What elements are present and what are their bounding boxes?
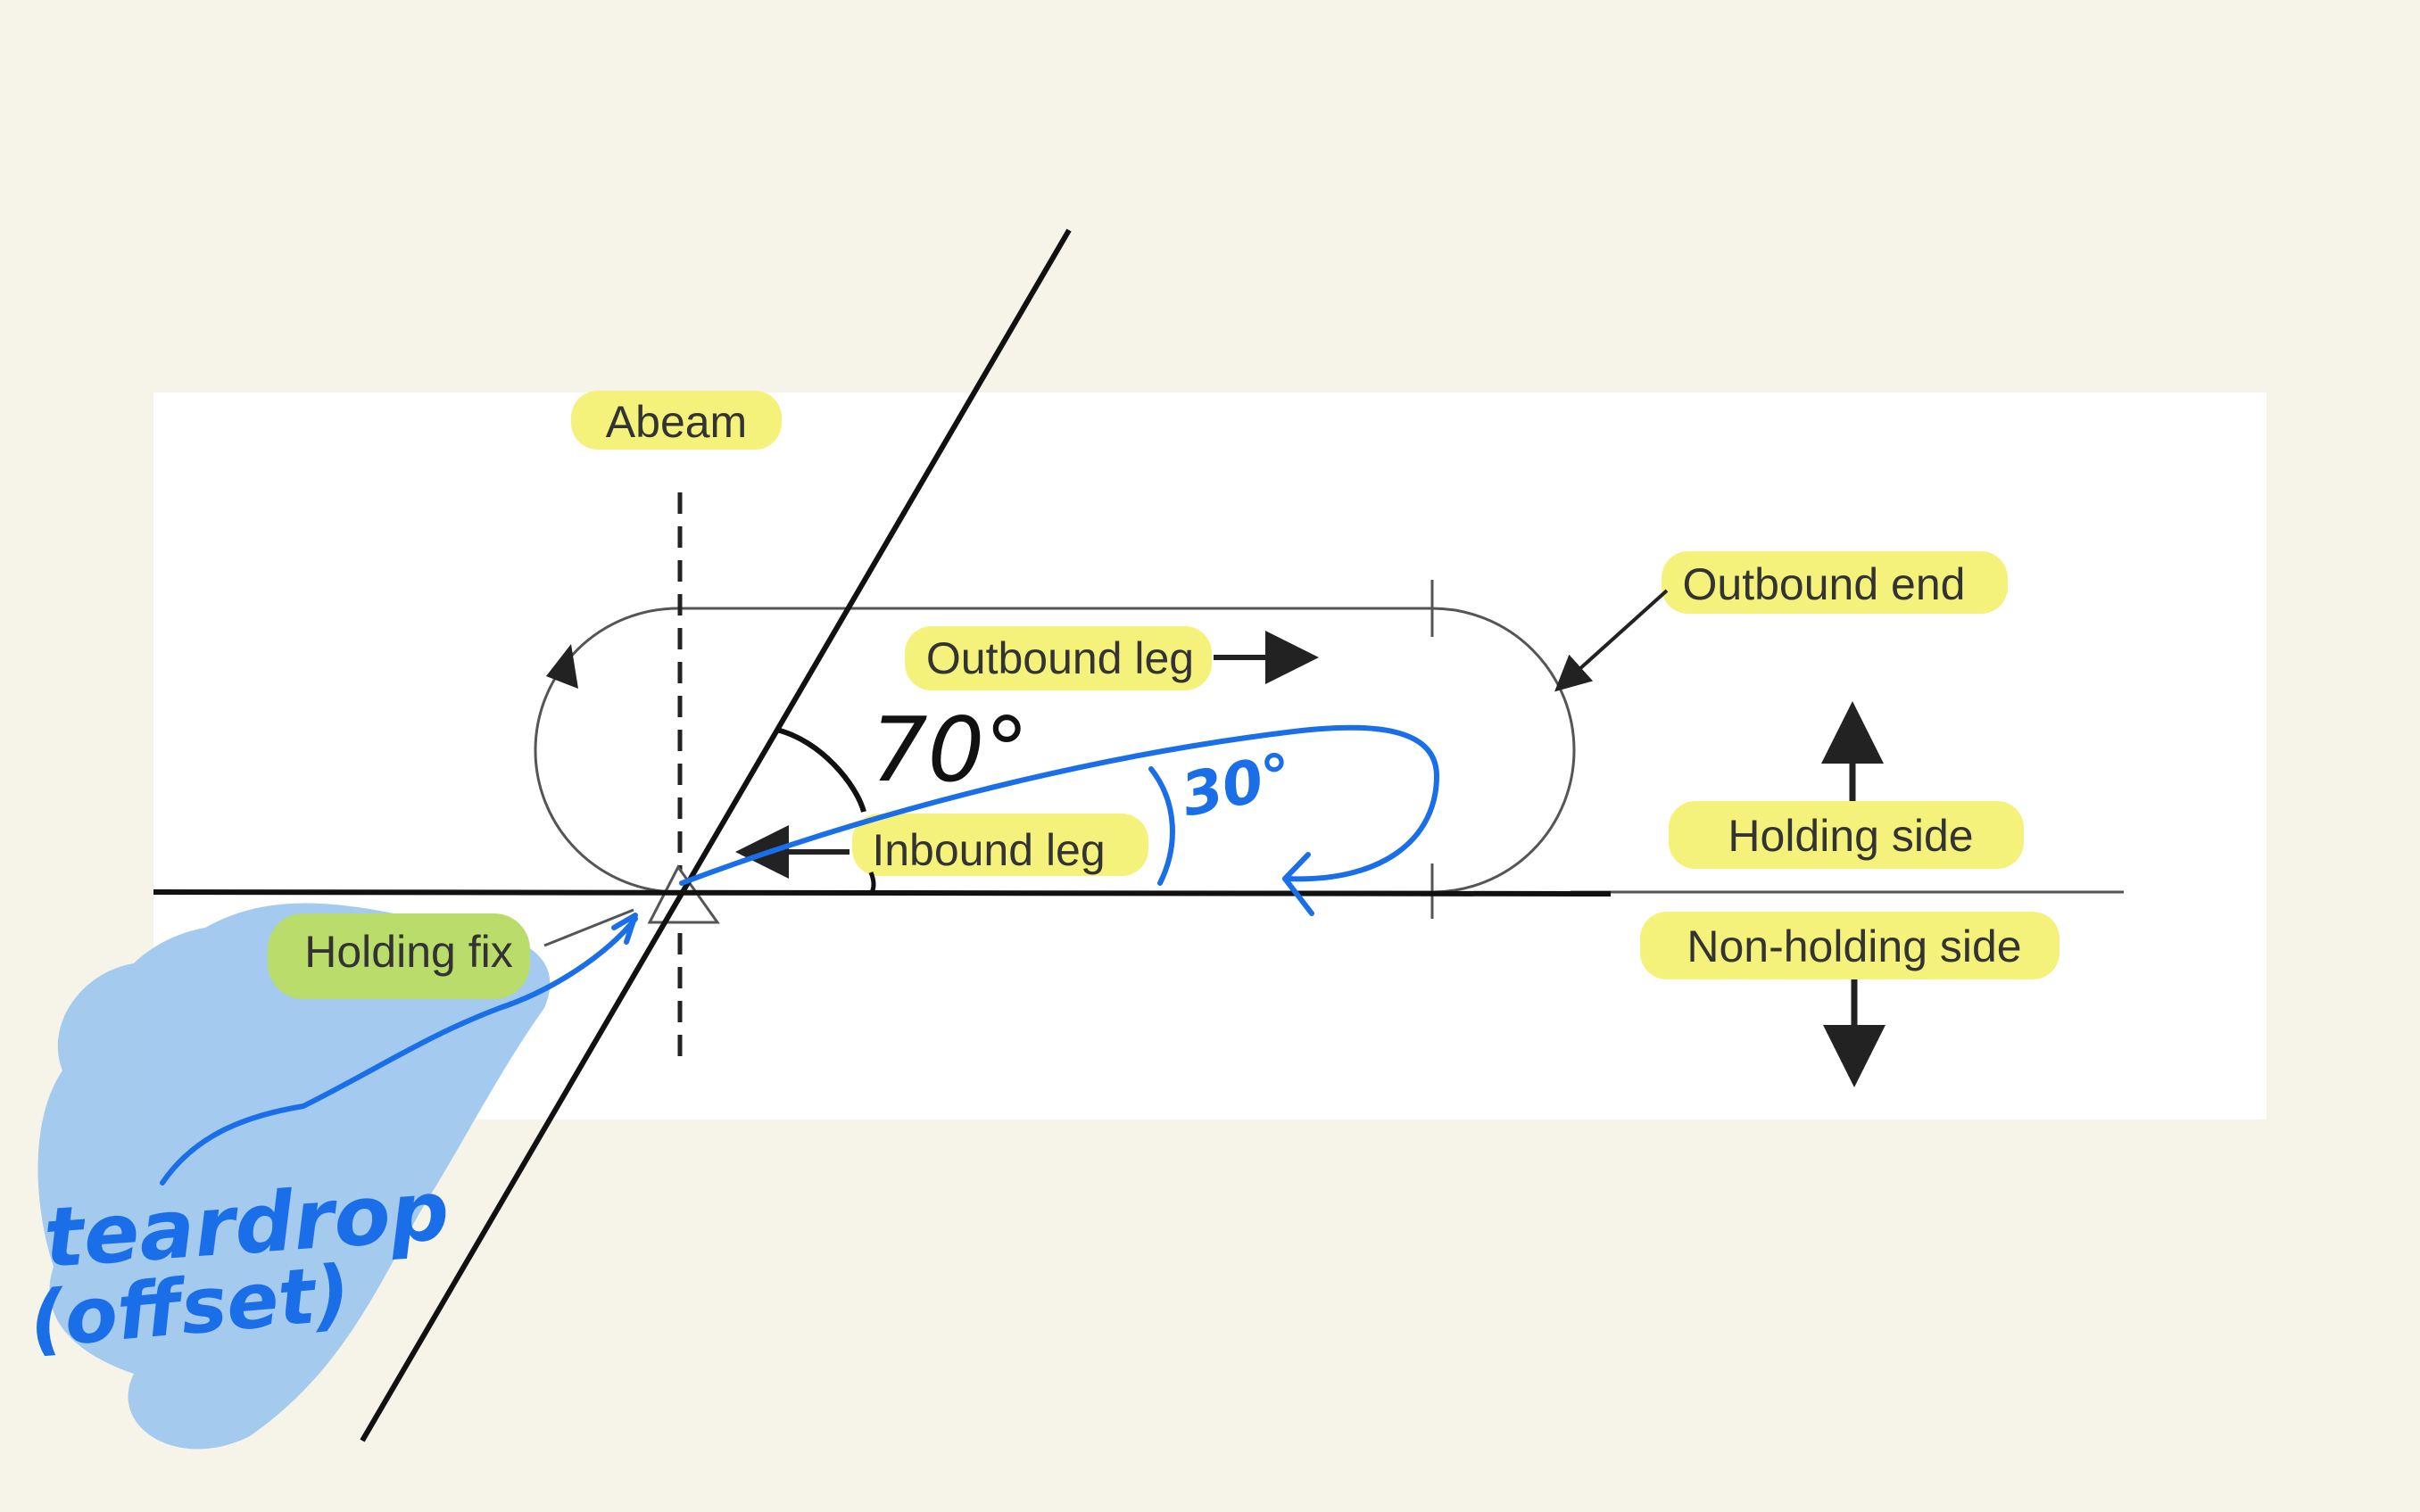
abeam-label: Abeam <box>606 397 747 447</box>
non-holding-side-label: Non-holding side <box>1687 921 2021 971</box>
holding-side-label: Holding side <box>1728 811 1973 861</box>
inbound-course-line <box>153 889 1612 896</box>
teardrop-entry-path <box>160 724 1439 1186</box>
holding-fix-label: Holding fix <box>304 927 512 977</box>
label-highlights <box>268 391 2059 999</box>
angle-70-arc <box>775 727 866 813</box>
angle-small-arc <box>868 872 876 896</box>
inbound-leg-label: Inbound leg <box>872 825 1105 875</box>
holding-fix-pointer <box>543 908 634 947</box>
outbound-end-label: Outbound end <box>1683 559 1966 609</box>
sector-boundary-line <box>360 228 1072 1442</box>
outbound-end-pointer <box>1554 589 1669 692</box>
angle-70-annotation: 70° <box>871 698 1029 802</box>
outbound-leg-label: Outbound leg <box>926 633 1194 683</box>
turn-direction-arrow <box>546 644 578 689</box>
teardrop-shaded-area <box>37 903 551 1450</box>
